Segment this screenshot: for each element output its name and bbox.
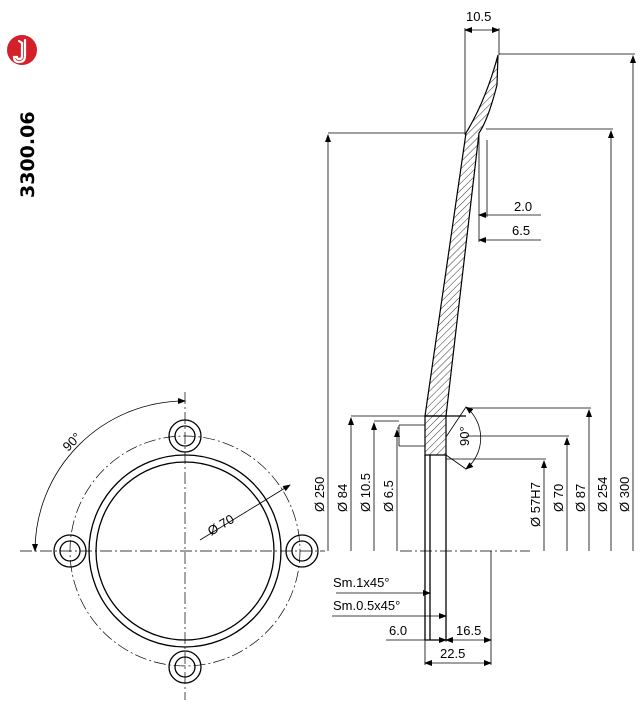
brand-logo [7,35,37,65]
diameter-leader [199,484,291,541]
dim-top-10-5: 10.5 [466,9,491,24]
dim-22-5: 22.5 [440,646,465,661]
saxophone-shape [12,38,27,64]
front-view: 90° Ø 70 [20,392,325,700]
section-view: 10.5 2.0 6.5 Ø 250 Ø 84 Ø 10.5 Ø 6.5 90°… [312,9,636,666]
dim-6-0: 6.0 [389,623,407,638]
chamfer-2: Sm.0.5x45° [333,598,400,613]
dim-16-5: 16.5 [456,623,481,638]
dim-2-0: 2.0 [514,199,532,214]
dim-d87: Ø 87 [573,484,588,512]
bore-detail [398,424,425,447]
dim-d250: Ø 250 [312,477,327,512]
cone-angle-leg-b [445,454,467,470]
bolt-hole-right [285,534,319,568]
bolt-hole-bottom [168,650,202,684]
dim-d70: Ø 70 [551,484,566,512]
angle-arc [32,398,186,552]
dim-d6-5: Ø 6.5 [381,480,396,512]
cone-angle-label: 90° [457,426,472,446]
diameter-label: Ø 70 [205,511,237,538]
product-code: 3300.06 [17,111,39,198]
cone-angle-leg-a [445,406,467,438]
dim-d254: Ø 254 [595,477,610,512]
dim-d300: Ø 300 [617,477,632,512]
cone-wall-section [424,54,499,417]
hub-section [424,415,447,456]
dim-d84: Ø 84 [335,484,350,512]
cone-angle-arc [465,406,482,470]
dim-6-5: 6.5 [512,223,530,238]
dim-d10-5: Ø 10.5 [358,473,373,512]
angle-label: 90° [60,430,85,455]
chamfer-1: Sm.1x45° [333,575,390,590]
dim-d57h7: Ø 57H7 [528,482,543,527]
